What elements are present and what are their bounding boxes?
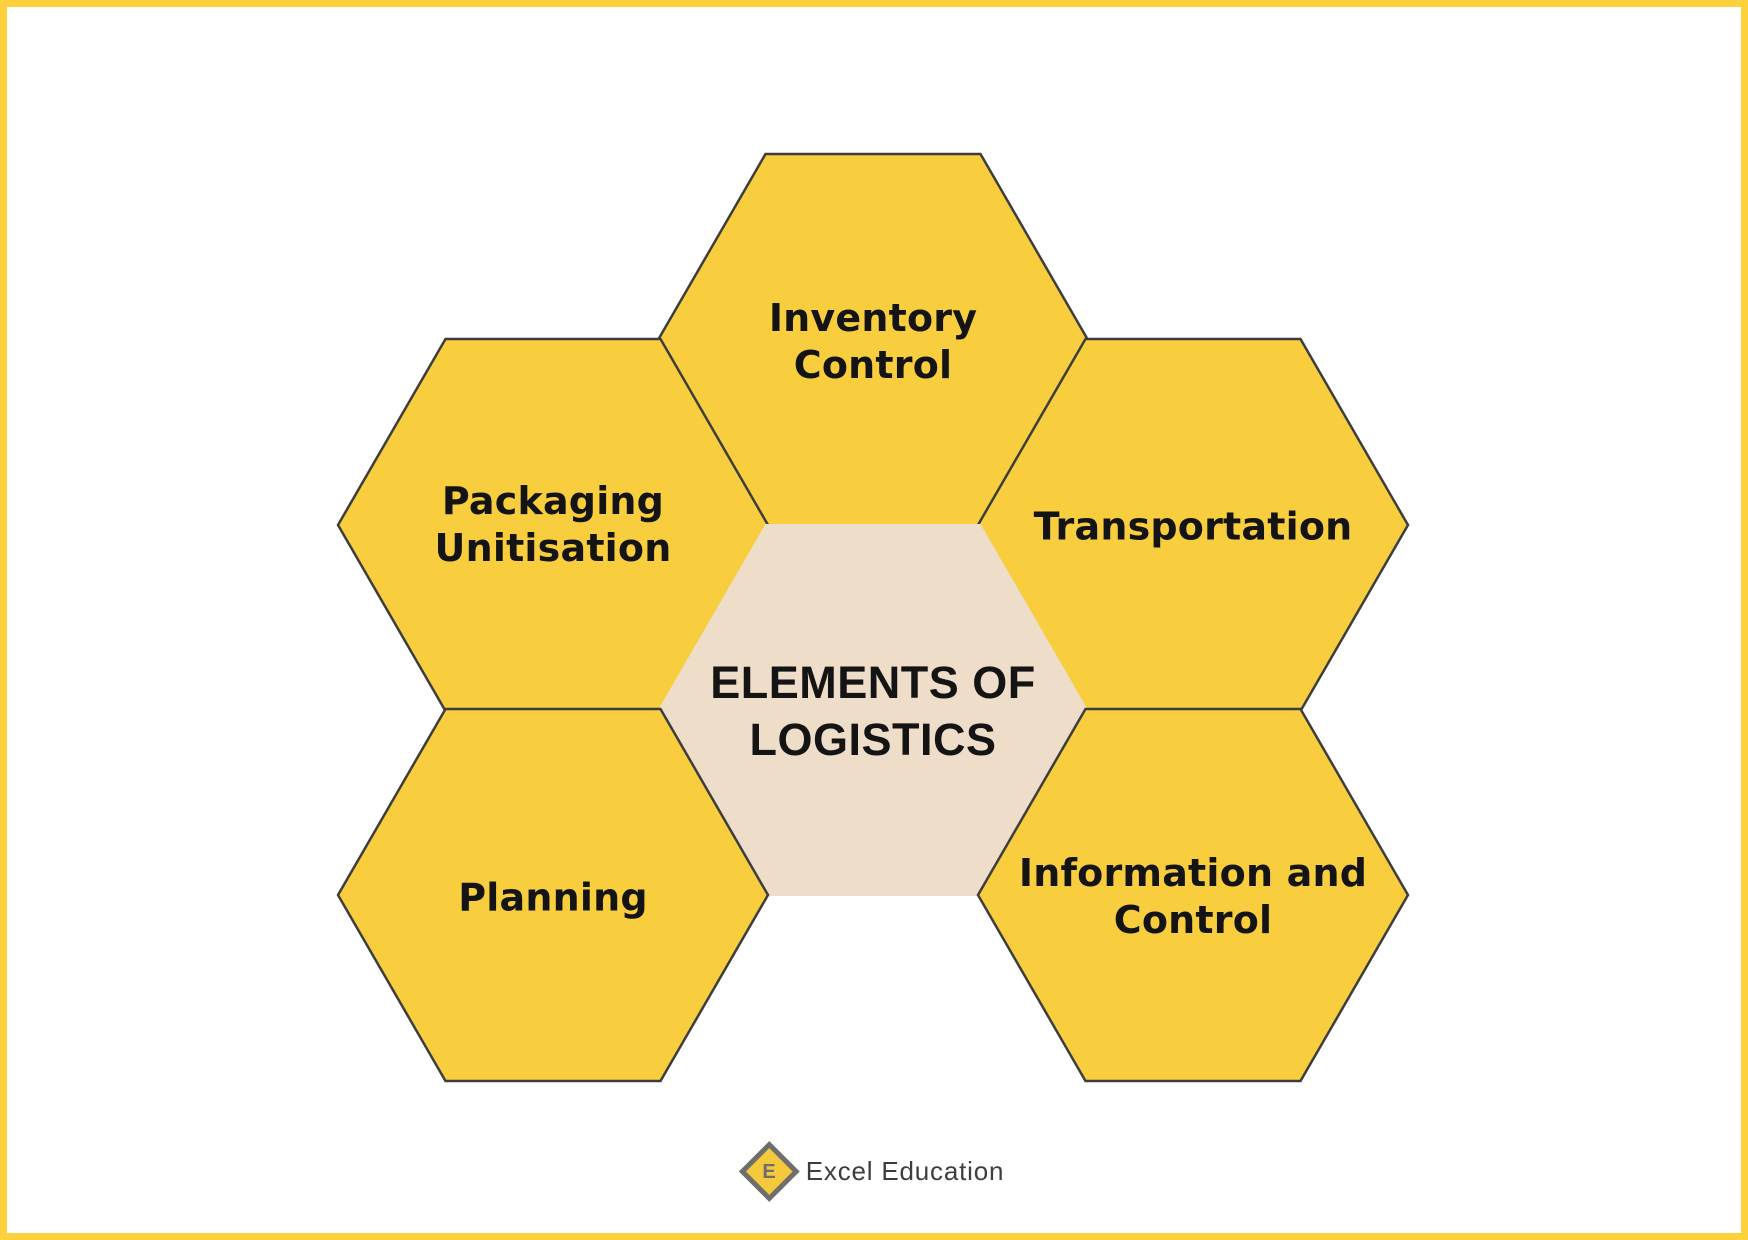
diagram-title: ELEMENTS OF LOGISTICS: [710, 656, 1036, 765]
diamond-e-icon: E: [738, 1140, 800, 1202]
logo-letter: E: [762, 1160, 776, 1182]
label-transportation: Transportation: [1033, 504, 1353, 549]
label-inventory-control: Inventory Control: [768, 295, 978, 387]
brand-footer: E Excel Education: [738, 1140, 1005, 1202]
hexagon-information-and-control: [976, 707, 1410, 1083]
brand-name: Excel Education: [805, 1155, 1005, 1186]
hexagon-planning: [336, 707, 770, 1083]
label-information-and-control: Information and Control: [1018, 850, 1368, 942]
hexagon-center-title: [658, 524, 1088, 896]
label-packaging-unitisation: Packaging Unitisation: [434, 478, 672, 570]
label-planning: Planning: [458, 875, 648, 920]
